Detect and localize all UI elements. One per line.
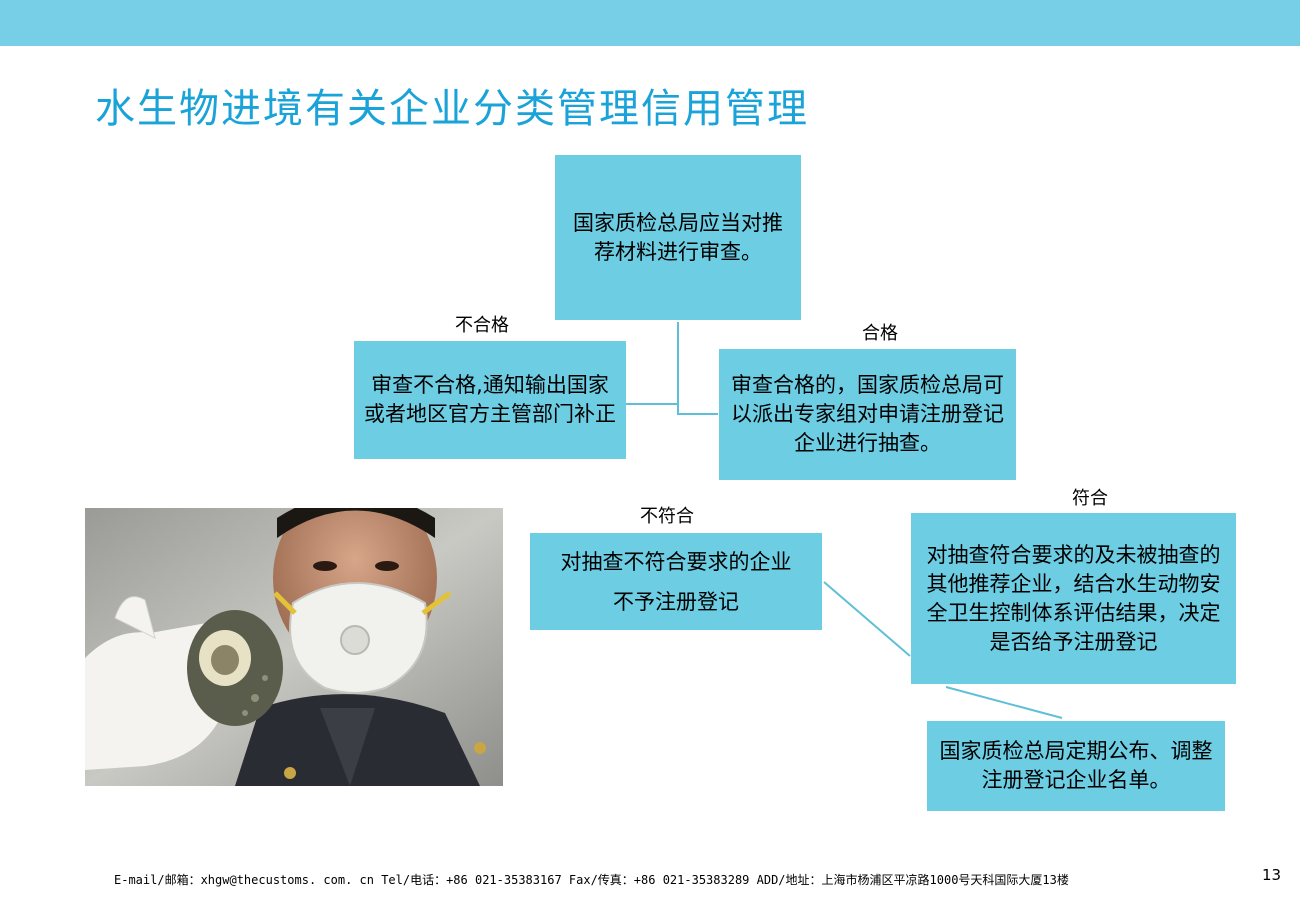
conform-label: 符合 [1072,488,1108,509]
fail-box: 审查不合格,通知输出国家或者地区官方主管部门补正 [354,341,626,459]
conform-text: 对抽查符合要求的及未被抽查的其他推荐企业，结合水生动物安全卫生控制体系评估结果，… [926,542,1221,654]
nonconform-text-line1: 对抽查不符合要求的企业 [560,549,792,574]
slide-title: 水生物进境有关企业分类管理信用管理 [95,86,809,132]
fail-label: 不合格 [455,315,509,336]
pass-label: 合格 [862,323,898,344]
nonconform-label: 不符合 [640,506,694,527]
top-banner [0,0,1300,46]
pass-box: 审查合格的，国家质检总局可以派出专家组对申请注册登记企业进行抽查。 [719,349,1016,480]
nonconform-box: 对抽查不符合要求的企业 不予注册登记 [530,533,822,630]
conform-to-publish-connector [945,686,1063,719]
review-text: 国家质检总局应当对推荐材料进行审查。 [573,210,783,264]
conform-box: 对抽查符合要求的及未被抽查的其他推荐企业，结合水生动物安全卫生控制体系评估结果，… [911,513,1236,684]
review-to-branches-connector [677,322,718,415]
shell-icon [187,610,283,726]
page-number: 13 [1262,866,1282,884]
person-with-mask-icon [85,508,503,786]
publish-box: 国家质检总局定期公布、调整注册登记企业名单。 [927,721,1225,811]
contact-footer: E-mail/邮箱：xhgw@thecustoms. com. cn Tel/电… [114,873,1069,887]
nonconform-text-line2: 不予注册登记 [613,589,739,614]
inspector-photo [85,508,503,786]
review-box: 国家质检总局应当对推荐材料进行审查。 [555,155,801,320]
pass-text: 审查合格的，国家质检总局可以派出专家组对申请注册登记企业进行抽查。 [731,373,1004,455]
fail-text: 审查不合格,通知输出国家或者地区官方主管部门补正 [364,373,616,426]
publish-text: 国家质检总局定期公布、调整注册登记企业名单。 [939,739,1213,792]
nonconform-connector [823,581,911,657]
